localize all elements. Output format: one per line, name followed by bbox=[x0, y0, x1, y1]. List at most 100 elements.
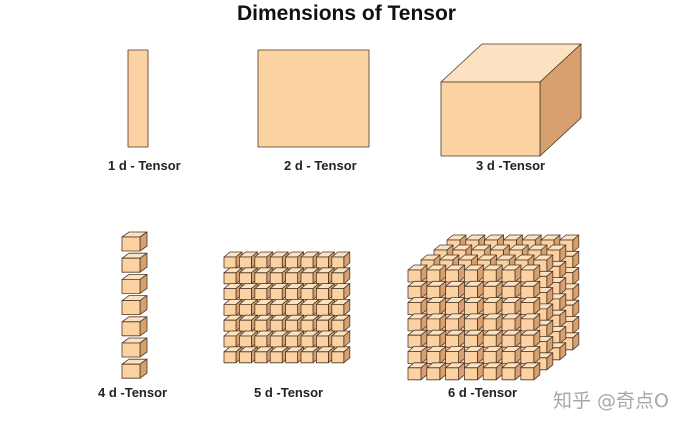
small-cube bbox=[426, 362, 447, 381]
cube-front-face bbox=[121, 278, 141, 294]
cube-front-face bbox=[520, 318, 535, 332]
small-cube bbox=[331, 314, 351, 332]
small-cube bbox=[463, 346, 484, 364]
big-cube bbox=[440, 43, 582, 157]
cube-front-face bbox=[331, 319, 345, 332]
cube-front-face bbox=[285, 319, 299, 332]
small-cube bbox=[520, 280, 541, 299]
small-cube bbox=[520, 313, 541, 332]
cube-front-face bbox=[285, 288, 299, 301]
small-cube bbox=[121, 252, 148, 273]
cube-front-face bbox=[269, 256, 283, 269]
diagram-title: Dimensions of Tensor bbox=[237, 2, 456, 25]
small-cube bbox=[331, 346, 351, 364]
cube-front-face bbox=[121, 321, 141, 337]
small-cube bbox=[482, 264, 503, 283]
cube-front-face bbox=[300, 351, 314, 364]
cube-front-face bbox=[315, 303, 329, 316]
cube-front-face bbox=[445, 367, 460, 381]
cube-front-face bbox=[520, 334, 535, 348]
small-cube bbox=[426, 280, 447, 299]
cube-front-face bbox=[445, 334, 460, 348]
small-cube bbox=[501, 329, 522, 348]
cube-front-face bbox=[463, 334, 478, 348]
small-cube bbox=[407, 297, 428, 316]
small-cube bbox=[407, 346, 428, 364]
cube-front-face bbox=[238, 335, 252, 348]
cube-front-face bbox=[238, 272, 252, 285]
small-cube bbox=[121, 273, 148, 294]
small-cube bbox=[520, 346, 541, 364]
cube-front-face bbox=[300, 256, 314, 269]
cube-front-face bbox=[269, 335, 283, 348]
cube-front-face bbox=[315, 272, 329, 285]
cube-front-face bbox=[121, 300, 141, 316]
small-cube bbox=[463, 313, 484, 332]
cube-front-face bbox=[482, 351, 497, 364]
small-cube bbox=[501, 280, 522, 299]
cube-front-face bbox=[315, 256, 329, 269]
cube-front-face bbox=[121, 257, 141, 273]
cube-front-face bbox=[223, 303, 237, 316]
small-cube bbox=[520, 329, 541, 348]
small-cube bbox=[482, 346, 503, 364]
cube-front-face bbox=[254, 335, 268, 348]
cube-front-face bbox=[463, 351, 478, 364]
cube-front-face bbox=[269, 288, 283, 301]
cube-front-face bbox=[463, 302, 478, 316]
cube-front-face bbox=[520, 351, 535, 364]
cube-front-face bbox=[445, 269, 460, 283]
cube-front-face bbox=[238, 319, 252, 332]
cube-front-face bbox=[285, 256, 299, 269]
cube-front-face bbox=[285, 303, 299, 316]
cube-front-face bbox=[407, 351, 422, 364]
cube-front-face bbox=[426, 302, 441, 316]
cube-front-face bbox=[501, 351, 516, 364]
small-cube bbox=[445, 346, 466, 364]
cube-front-face bbox=[121, 342, 141, 358]
cube-front-face bbox=[331, 272, 345, 285]
small-cube bbox=[445, 362, 466, 381]
cube-front-face bbox=[300, 335, 314, 348]
small-cube bbox=[520, 297, 541, 316]
cube-front-face bbox=[482, 269, 497, 283]
cube-front-face bbox=[463, 318, 478, 332]
small-cube bbox=[520, 264, 541, 283]
cube-front-face bbox=[254, 288, 268, 301]
small-cube bbox=[463, 264, 484, 283]
small-cube bbox=[520, 362, 541, 381]
small-cube bbox=[426, 313, 447, 332]
cube-front-face bbox=[238, 303, 252, 316]
zhihu-watermark: 知乎 @奇点O bbox=[553, 390, 669, 412]
cube-front-face bbox=[238, 288, 252, 301]
small-cube bbox=[426, 346, 447, 364]
cube-front-face bbox=[285, 272, 299, 285]
cube-front-face bbox=[331, 303, 345, 316]
cube-front-face bbox=[463, 269, 478, 283]
cube-front-face bbox=[426, 351, 441, 364]
small-cube bbox=[407, 329, 428, 348]
cube-front-face bbox=[426, 285, 441, 299]
small-cube bbox=[331, 283, 351, 301]
small-cube bbox=[254, 267, 274, 285]
small-cube bbox=[463, 280, 484, 299]
small-cube bbox=[426, 329, 447, 348]
cube-front-face bbox=[440, 81, 541, 157]
cube-front-face bbox=[121, 363, 141, 379]
cube-front-face bbox=[254, 256, 268, 269]
small-cube bbox=[121, 337, 148, 358]
small-cube bbox=[331, 267, 351, 285]
cube-front-face bbox=[269, 272, 283, 285]
small-cube bbox=[407, 313, 428, 332]
cube-front-face bbox=[331, 256, 345, 269]
tensor-5d-shape bbox=[223, 251, 351, 364]
bar-rectangle bbox=[127, 49, 149, 148]
cube-front-face bbox=[482, 334, 497, 348]
small-cube bbox=[501, 362, 522, 381]
label-5d-tensor: 5 d -Tensor bbox=[254, 385, 324, 400]
small-cube bbox=[501, 313, 522, 332]
cube-front-face bbox=[520, 269, 535, 283]
cube-front-face bbox=[315, 335, 329, 348]
small-cube bbox=[463, 362, 484, 381]
cube-front-face bbox=[407, 334, 422, 348]
